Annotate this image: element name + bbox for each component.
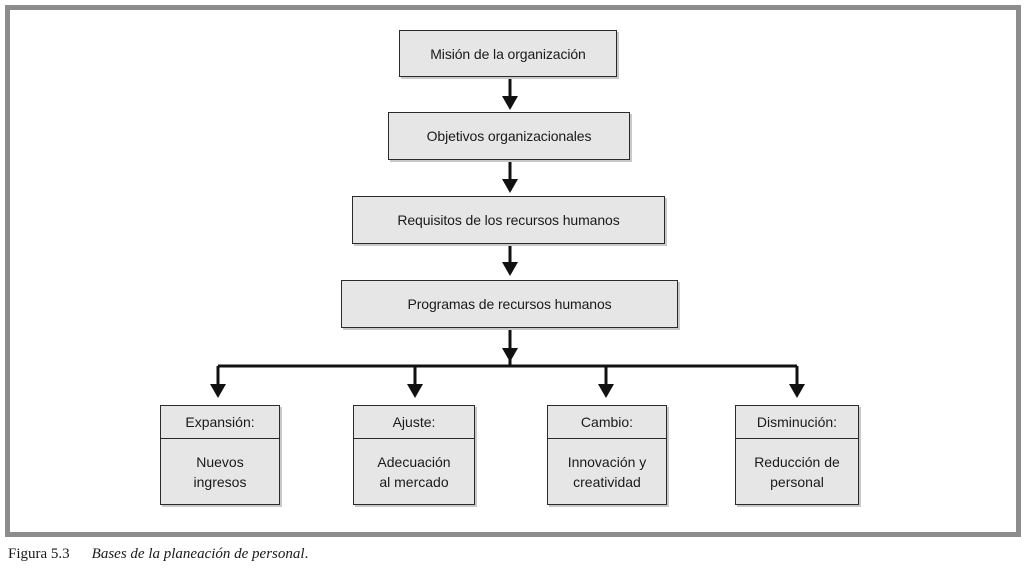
node-requisitos: Requisitos de los recursos humanos <box>352 196 665 244</box>
leaf-expansion-line2: ingresos <box>193 474 247 490</box>
leaf-cambio-body: Innovación y creatividad <box>548 439 666 505</box>
leaf-expansion-body: Nuevos ingresos <box>161 439 279 505</box>
node-mision: Misión de la organización <box>399 30 617 77</box>
leaf-ajuste-line1: Adecuación <box>377 454 451 470</box>
leaf-cambio-line1: Innovación y <box>567 454 647 470</box>
arrowhead <box>407 384 423 398</box>
leaf-cambio: Cambio: Innovación y creatividad <box>547 405 667 505</box>
caption-period: . <box>304 546 309 562</box>
caption-number: Figura 5.3 <box>8 546 70 562</box>
node-programas-label: Programas de recursos humanos <box>407 296 612 312</box>
leaf-disminucion-title: Disminución: <box>736 406 858 439</box>
leaf-ajuste-title: Ajuste: <box>354 406 474 439</box>
arrowhead <box>502 262 518 276</box>
leaf-cambio-line2: creatividad <box>573 474 641 490</box>
arrowhead <box>789 384 805 398</box>
node-requisitos-label: Requisitos de los recursos humanos <box>397 212 620 228</box>
leaf-disminucion-line1: Reducción de <box>754 454 840 470</box>
leaf-ajuste: Ajuste: Adecuación al mercado <box>353 405 475 505</box>
leaf-expansion-line1: Nuevos <box>196 454 244 470</box>
arrowhead <box>598 384 614 398</box>
leaf-disminucion-body: Reducción de personal <box>736 439 858 505</box>
leaf-disminucion-line2: personal <box>770 474 824 490</box>
arrowhead <box>210 384 226 398</box>
node-programas: Programas de recursos humanos <box>341 280 678 328</box>
caption-text: Bases de la planeación de personal <box>91 546 305 562</box>
leaf-disminucion: Disminución: Reducción de personal <box>735 405 859 505</box>
leaf-ajuste-body: Adecuación al mercado <box>354 439 474 505</box>
leaf-ajuste-line2: al mercado <box>379 474 449 490</box>
arrowhead <box>502 348 518 362</box>
leaf-expansion: Expansión: Nuevos ingresos <box>160 405 280 505</box>
leaf-cambio-title: Cambio: <box>548 406 666 439</box>
arrowhead <box>502 96 518 110</box>
node-objetivos-label: Objetivos organizacionales <box>426 128 592 144</box>
figure-caption: Figura 5.3 Bases de la planeación de pers… <box>8 546 308 563</box>
node-objetivos: Objetivos organizacionales <box>388 112 630 160</box>
arrowhead <box>502 179 518 193</box>
node-mision-label: Misión de la organización <box>430 45 586 62</box>
leaf-expansion-title: Expansión: <box>161 406 279 439</box>
